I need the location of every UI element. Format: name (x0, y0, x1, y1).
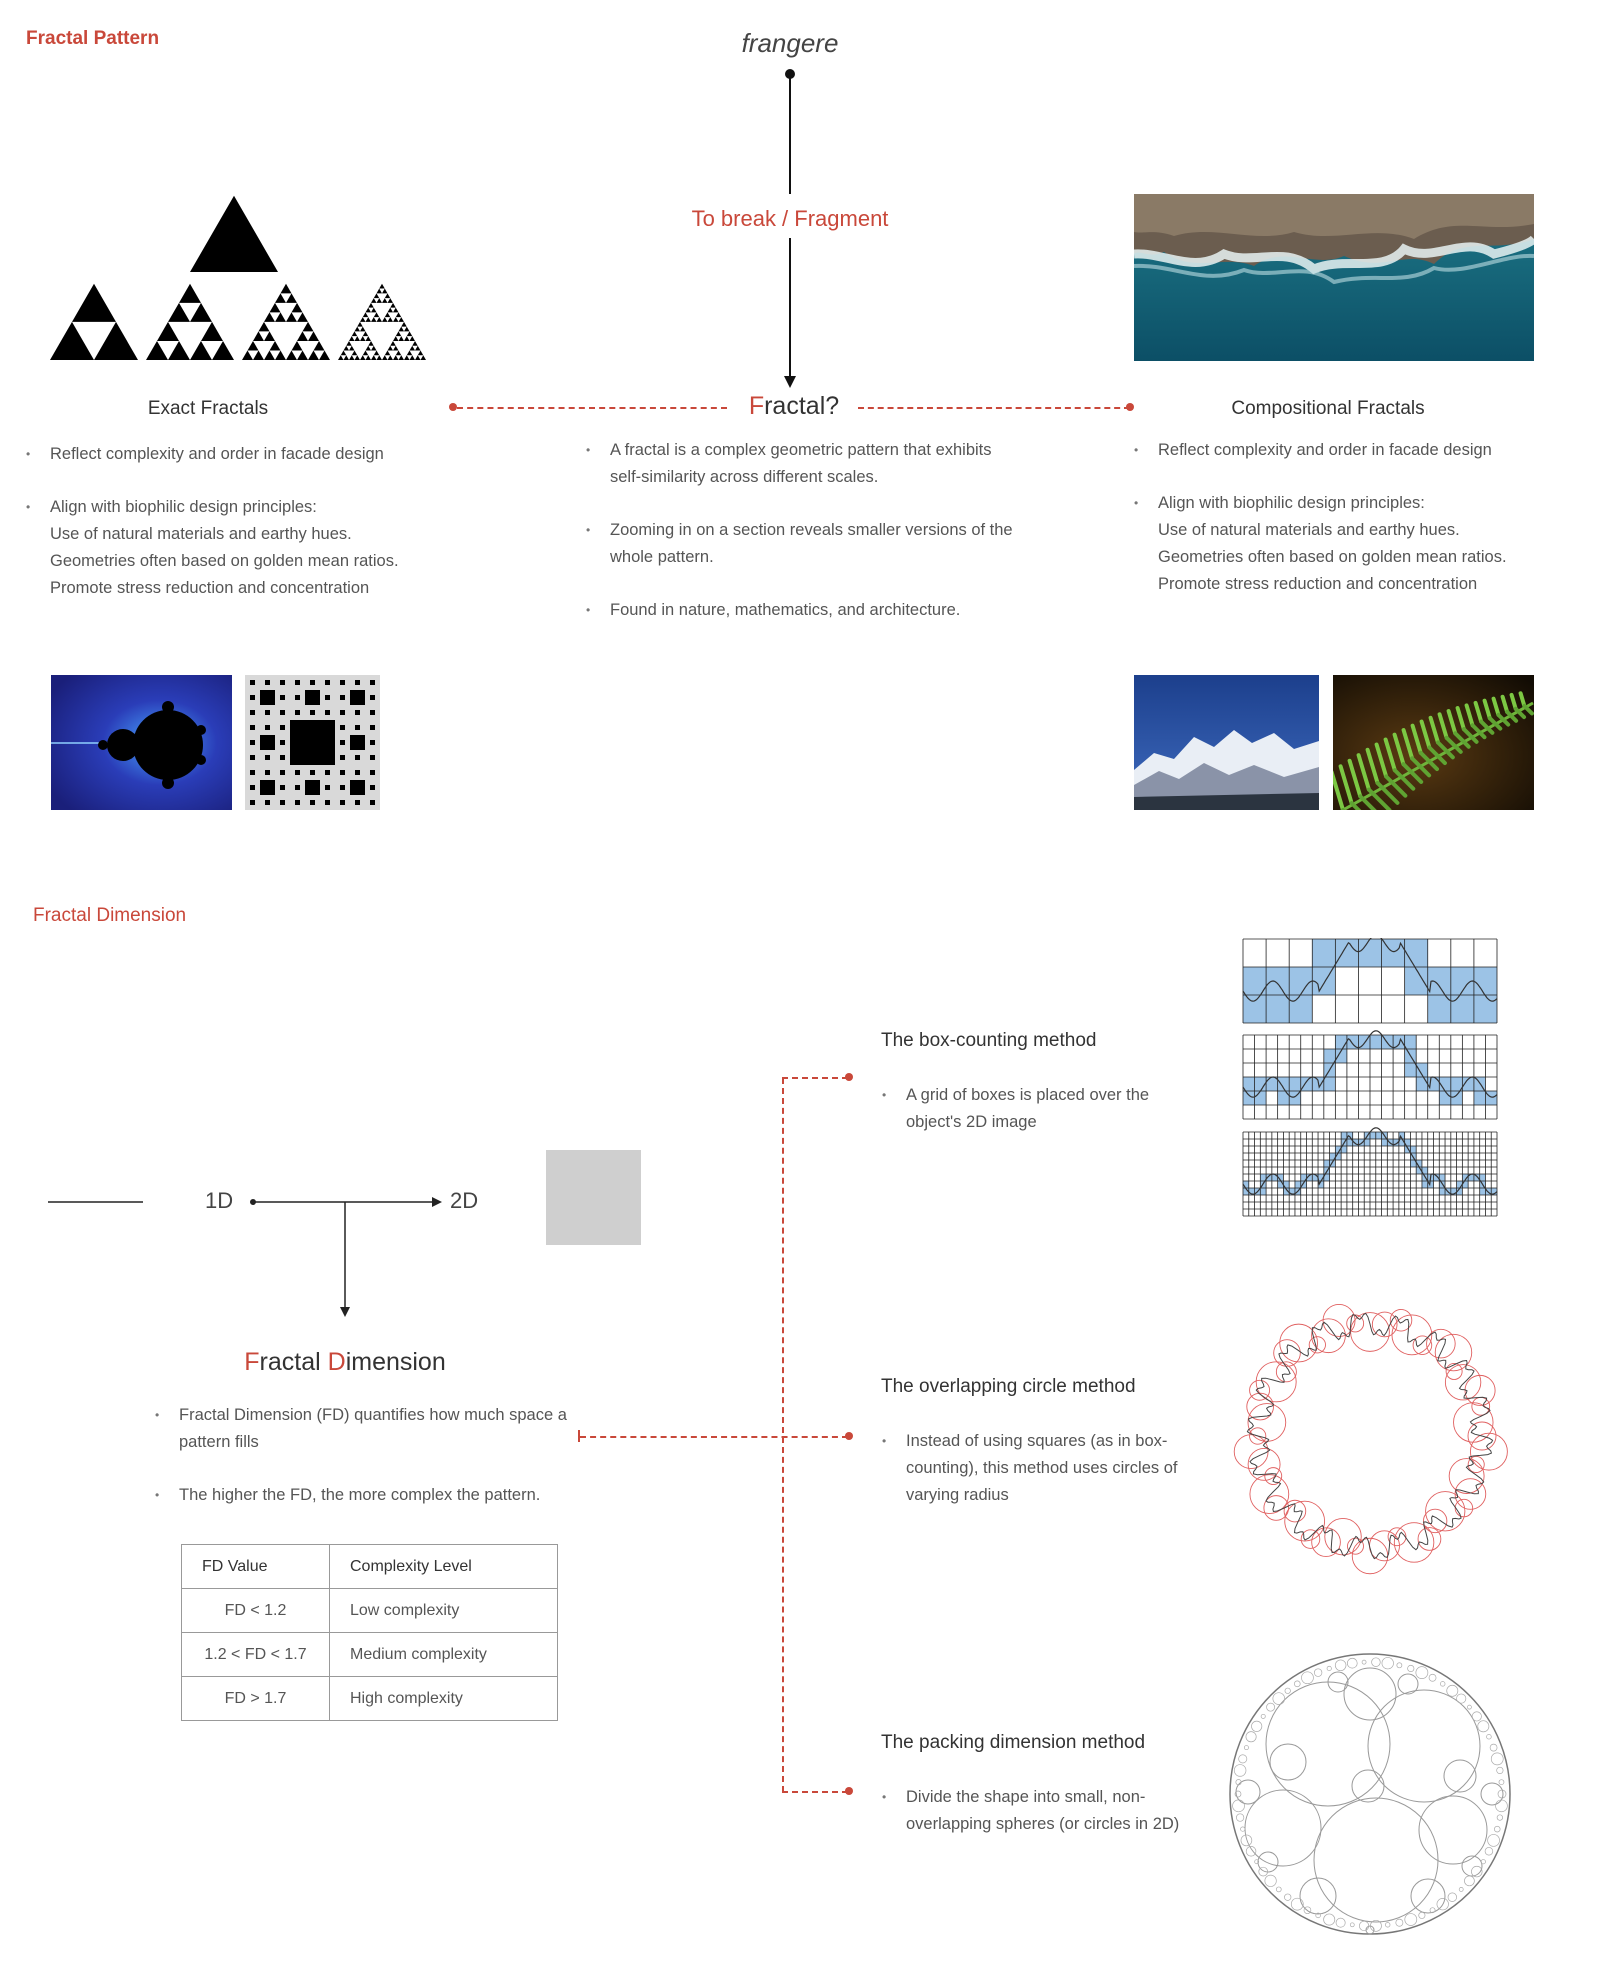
fd-bullets: Fractal Dimension (FD) quantifies how mu… (155, 1402, 575, 1535)
center-bullet-1: A fractal is a complex geometric pattern… (586, 437, 1016, 491)
table-header-complexity: Complexity Level (329, 1544, 558, 1589)
tree-dot-1 (845, 1073, 853, 1081)
etymology-word: frangere (741, 28, 839, 58)
circle-packing-image (1229, 1653, 1511, 1935)
table-header-fd-value: FD Value (181, 1544, 330, 1589)
compositional-bullet-1: Reflect complexity and order in facade d… (1134, 437, 1574, 464)
table-header-row: FD Value Complexity Level (181, 1544, 558, 1589)
connector-left-line (457, 407, 727, 409)
table-cell: FD < 1.2 (181, 1588, 330, 1633)
tree-dot-3 (845, 1787, 853, 1795)
exact-bullet-1: Reflect complexity and order in facade d… (26, 441, 446, 468)
packing-dimension-text: Divide the shape into small, non-overlap… (882, 1784, 1182, 1838)
box-counting-heading: The box-counting method (881, 1030, 1097, 1051)
box-counting-text: A grid of boxes is placed over the objec… (882, 1082, 1182, 1136)
table-row: FD > 1.7 High complexity (181, 1676, 558, 1721)
packing-dimension-heading: The packing dimension method (881, 1732, 1146, 1753)
tree-branch-top (782, 1077, 848, 1079)
mountains-image (1134, 675, 1319, 810)
center-title-initial: F (748, 392, 765, 420)
tree-dot-2 (845, 1432, 853, 1440)
dimension-diagram (48, 1197, 442, 1317)
fd-title-initial-f: F (244, 1348, 260, 1376)
center-bullet-3: Found in nature, mathematics, and archit… (586, 597, 1016, 624)
fd-title-part-ractal: ractal (259, 1348, 328, 1376)
mandelbrot-set-image (51, 675, 232, 810)
tree-vertical-line (782, 1078, 784, 1792)
tree-horizontal-line (580, 1436, 848, 1438)
fractal-dimension-title: Fractal Dimension (200, 1348, 490, 1377)
fd-table: FD Value Complexity Level FD < 1.2 Low c… (181, 1544, 558, 1721)
label-1d: 1D (205, 1188, 234, 1213)
label-2d: 2D (450, 1188, 479, 1213)
ocean-coast-image (1134, 194, 1534, 361)
table-cell: 1.2 < FD < 1.7 (181, 1632, 330, 1677)
exact-fractals-bullets: Reflect complexity and order in facade d… (26, 441, 446, 628)
overlapping-circle-text: Instead of using squares (as in box-coun… (882, 1428, 1192, 1509)
overlapping-circles-image (1233, 1304, 1508, 1575)
tree-start-tick (578, 1430, 580, 1442)
table-cell: Low complexity (329, 1588, 558, 1633)
box-counting-bullets: A grid of boxes is placed over the objec… (882, 1082, 1182, 1162)
fd-title-part-imension: imension (345, 1348, 446, 1376)
sierpinski-carpet-image (245, 675, 380, 810)
packing-dimension-bullets: Divide the shape into small, non-overlap… (882, 1784, 1182, 1864)
etymology-meaning: To break / Fragment (691, 206, 889, 231)
exact-bullet-2: Align with biophilic design principles: … (26, 494, 446, 602)
compositional-bullet-2: Align with biophilic design principles: … (1134, 490, 1574, 598)
center-title: Fractal? (734, 392, 854, 421)
connector-left-dot (449, 403, 457, 411)
grey-square (546, 1150, 641, 1245)
tree-branch-bottom (782, 1791, 848, 1793)
center-bullets: A fractal is a complex geometric pattern… (586, 437, 1016, 650)
fd-bullet-2: The higher the FD, the more complex the … (155, 1482, 575, 1509)
center-title-rest: ractal? (764, 392, 840, 420)
compositional-fractals-heading: Compositional Fractals (1231, 398, 1425, 419)
fd-title-initial-d: D (327, 1348, 346, 1376)
connector-right-line (858, 407, 1130, 409)
overlapping-circle-heading: The overlapping circle method (881, 1376, 1136, 1397)
section-title-fractal-dimension: Fractal Dimension (33, 905, 187, 926)
sierpinski-triangles-image (50, 195, 426, 360)
connector-right-dot (1126, 403, 1134, 411)
overlapping-circle-bullets: Instead of using squares (as in box-coun… (882, 1428, 1192, 1535)
table-cell: FD > 1.7 (181, 1676, 330, 1721)
fern-leaf-image (1333, 675, 1534, 810)
center-bullet-2: Zooming in on a section reveals smaller … (586, 517, 1016, 571)
section-title-fractal-pattern: Fractal Pattern (26, 28, 160, 49)
table-cell: Medium complexity (329, 1632, 558, 1677)
table-cell: High complexity (329, 1676, 558, 1721)
box-counting-grids-image (1242, 938, 1498, 1217)
table-row: FD < 1.2 Low complexity (181, 1588, 558, 1633)
table-row: 1.2 < FD < 1.7 Medium complexity (181, 1632, 558, 1677)
exact-fractals-heading: Exact Fractals (147, 398, 269, 419)
compositional-fractals-bullets: Reflect complexity and order in facade d… (1134, 437, 1574, 624)
fd-bullet-1: Fractal Dimension (FD) quantifies how mu… (155, 1402, 575, 1456)
vertical-arrow (784, 69, 796, 388)
